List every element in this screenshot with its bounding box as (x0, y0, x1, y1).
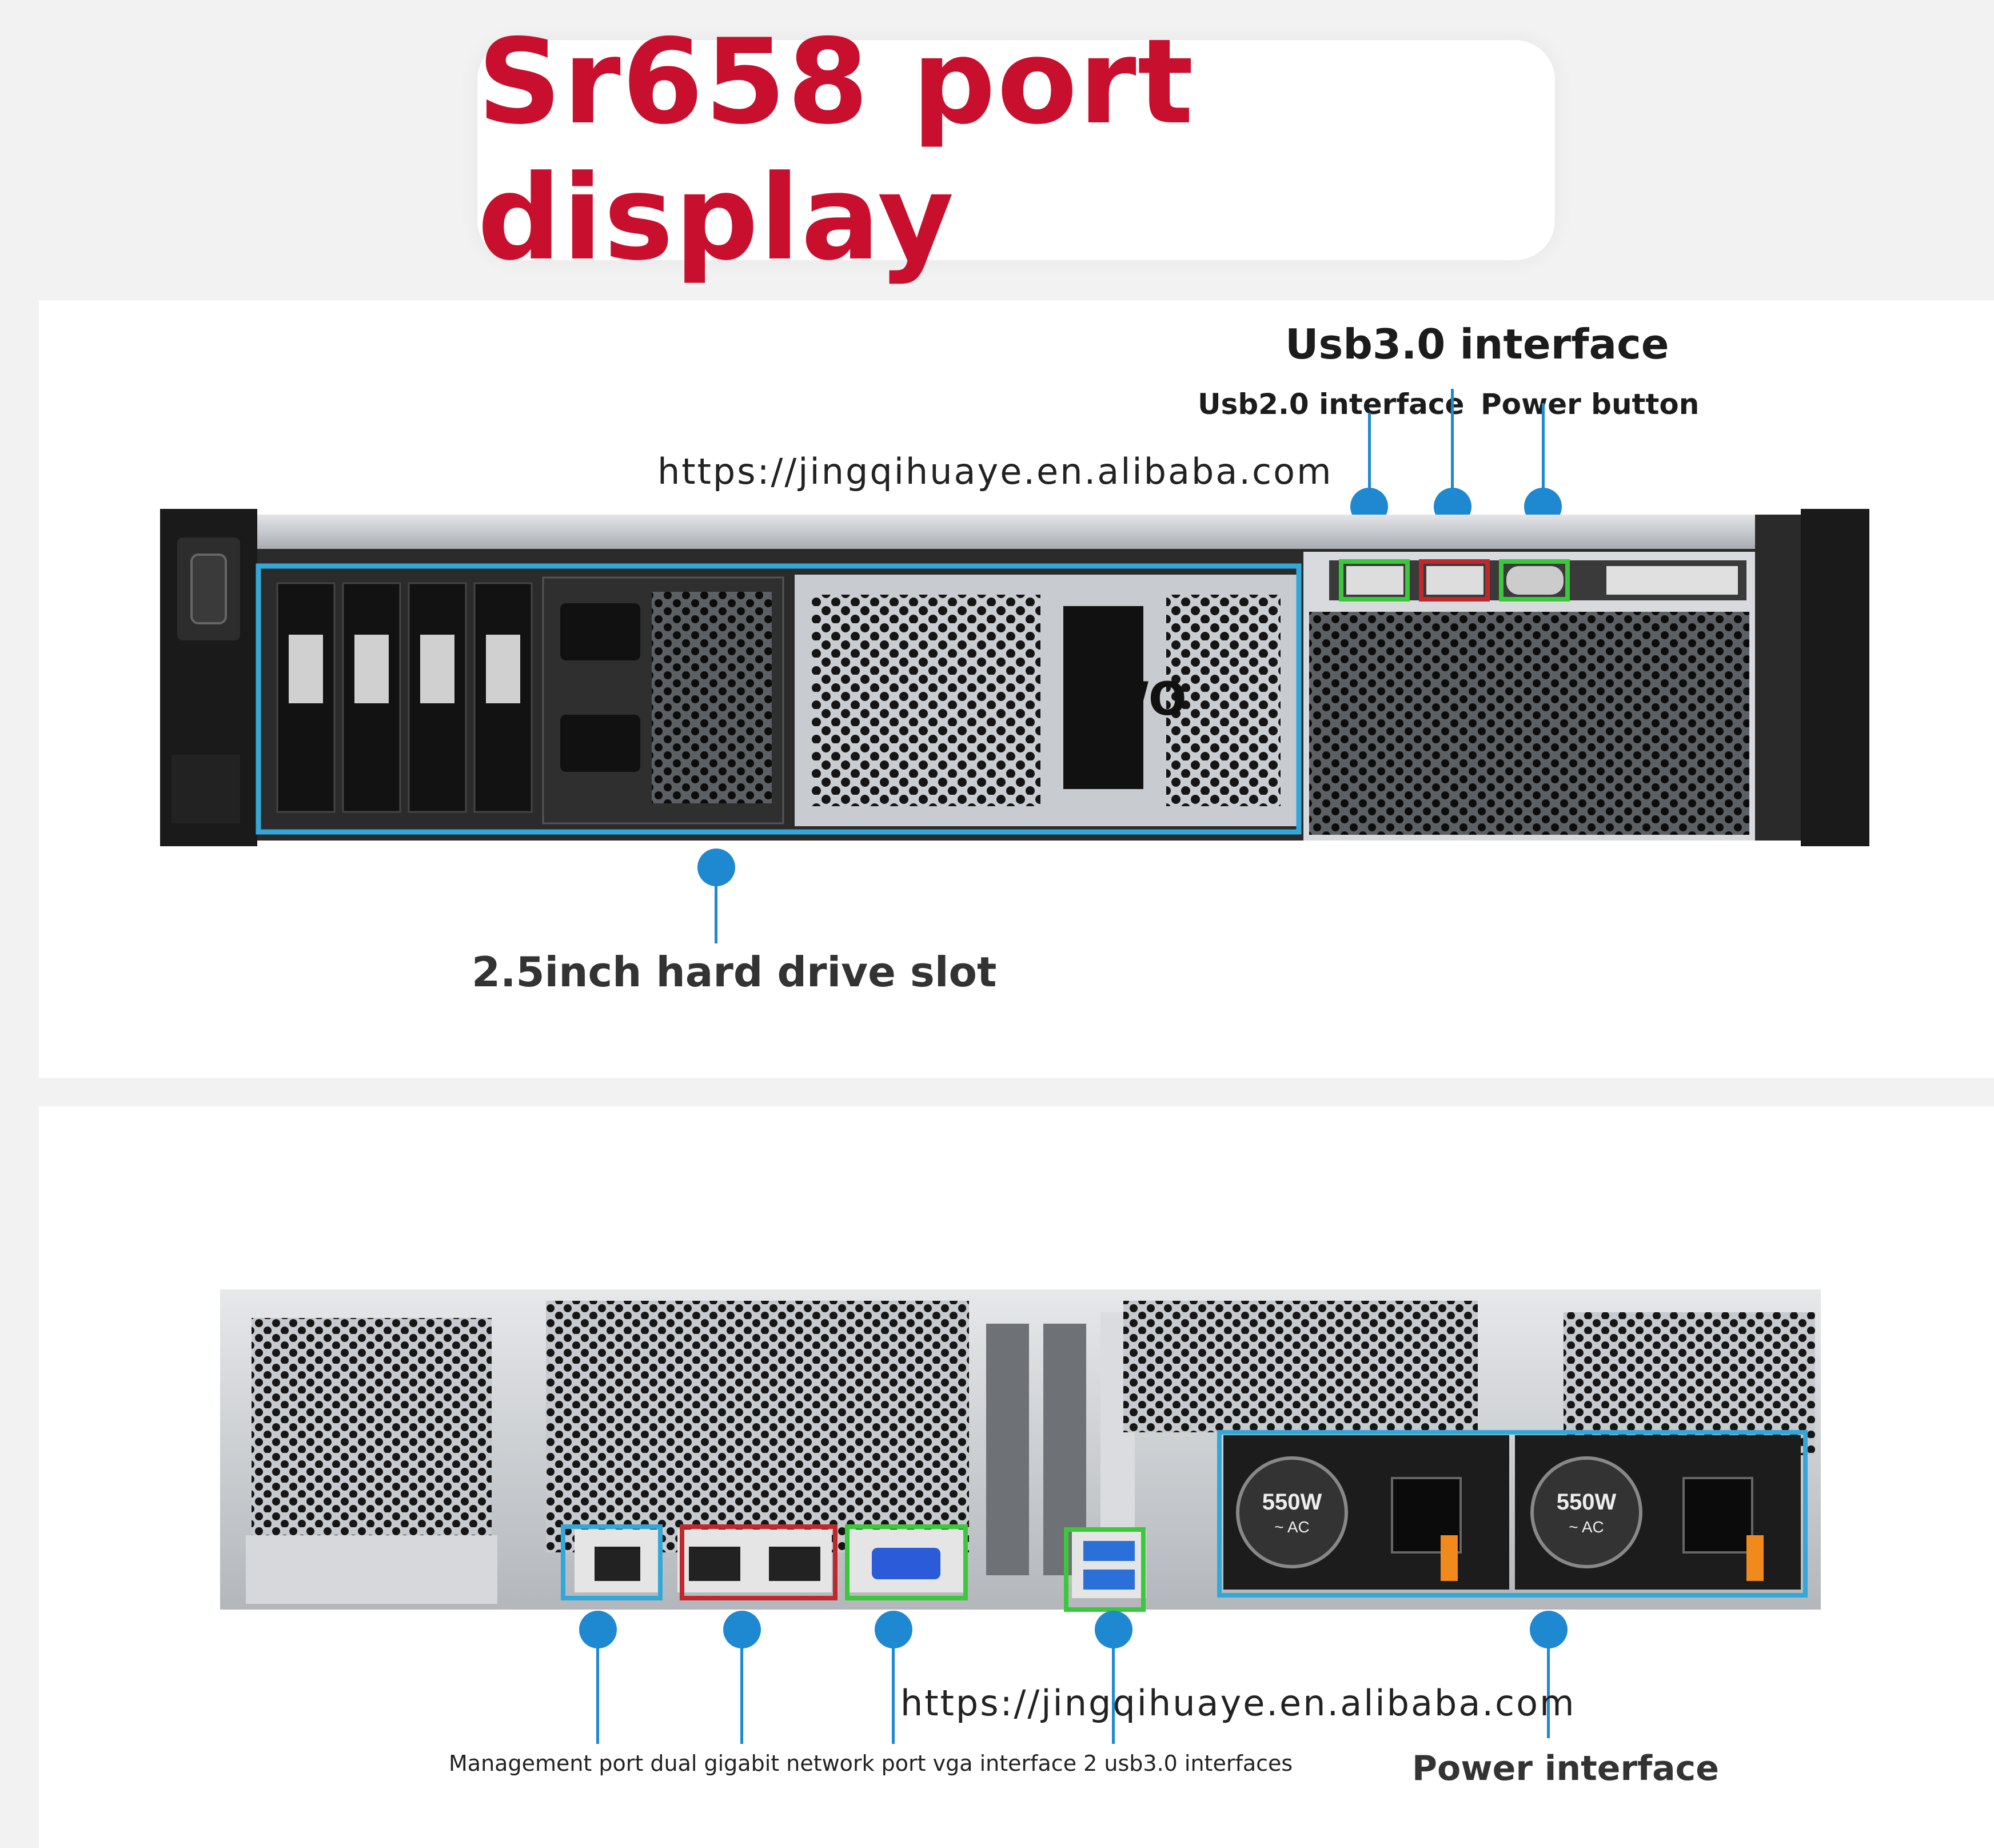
rear-ports-caption: Management port dual gigabit network por… (449, 1751, 1293, 1776)
page-title: Sr658 port display (477, 14, 1195, 286)
vga-port-highlight (845, 1524, 968, 1600)
usb20-port-icon (1346, 566, 1403, 595)
power-inlet-2 (1682, 1477, 1753, 1554)
network-port-2-icon (769, 1547, 820, 1581)
psu2-rating: 550W (1557, 1489, 1617, 1515)
usb30-callout-line (1451, 389, 1454, 497)
usb30-rear-callout-line (1112, 1647, 1115, 1744)
psu2-ac: ~ AC (1569, 1518, 1604, 1536)
usb30-rear-port-1-icon (1083, 1541, 1135, 1561)
rear-watermark-url: https://jingqihuaye.en.alibaba.com (900, 1682, 1576, 1724)
network-port-callout-dot (723, 1611, 761, 1648)
front-watermark-url: https://jingqihuaye.en.alibaba.com (657, 451, 1333, 492)
power-button-callout-line (1542, 403, 1545, 497)
network-port-highlight (680, 1524, 838, 1600)
power-button-icon (1506, 566, 1564, 595)
server-front-image: Two (160, 509, 1869, 846)
drive-slot-label: 2.5inch hard drive slot (472, 948, 997, 996)
usb30-interface-label: Usb3.0 interface (1285, 320, 1669, 368)
network-port-callout-line (740, 1647, 743, 1744)
management-port-callout-line (596, 1647, 599, 1744)
power-supplies: 550W ~ AC 550W ~ AC (1223, 1435, 1801, 1590)
power-interface-label: Power interface (1412, 1749, 1719, 1789)
vga-port-callout-line (892, 1647, 895, 1744)
management-port-callout-dot (579, 1611, 617, 1648)
bay-overlay-text: Two (1066, 658, 1187, 728)
network-port-1-icon (689, 1547, 740, 1581)
power-interface-highlight (1217, 1430, 1808, 1598)
psu1-ac: ~ AC (1274, 1518, 1309, 1536)
vga-port-callout-dot (875, 1611, 912, 1648)
drive-bay-highlight (256, 563, 1302, 835)
usb30-rear-callout-dot (1095, 1611, 1132, 1648)
management-port-highlight (561, 1524, 663, 1600)
drive-slot-callout-line (715, 881, 717, 943)
drive-slot-callout-dot (697, 849, 735, 886)
right-rack-ear (1801, 509, 1869, 846)
drive-trays (276, 582, 533, 813)
power-interface-callout-line (1547, 1647, 1550, 1738)
usb30-rear-highlight (1064, 1527, 1146, 1612)
power-interface-callout-dot (1530, 1611, 1568, 1648)
usb20-interface-label: Usb2.0 interface (1198, 388, 1465, 421)
vga-port-icon (872, 1548, 940, 1579)
usb30-rear-port-2-icon (1083, 1570, 1135, 1590)
power-button-label: Power button (1481, 388, 1700, 421)
usb30-port-icon (1426, 566, 1483, 595)
management-port-icon (595, 1547, 640, 1581)
title-banner: Sr658 port display (477, 14, 1555, 286)
serial-port-icon (190, 553, 227, 624)
usb20-callout-line (1368, 413, 1371, 499)
server-rear-image: 550W ~ AC 550W ~ AC (220, 1289, 1821, 1612)
psu1-rating: 550W (1262, 1489, 1322, 1515)
